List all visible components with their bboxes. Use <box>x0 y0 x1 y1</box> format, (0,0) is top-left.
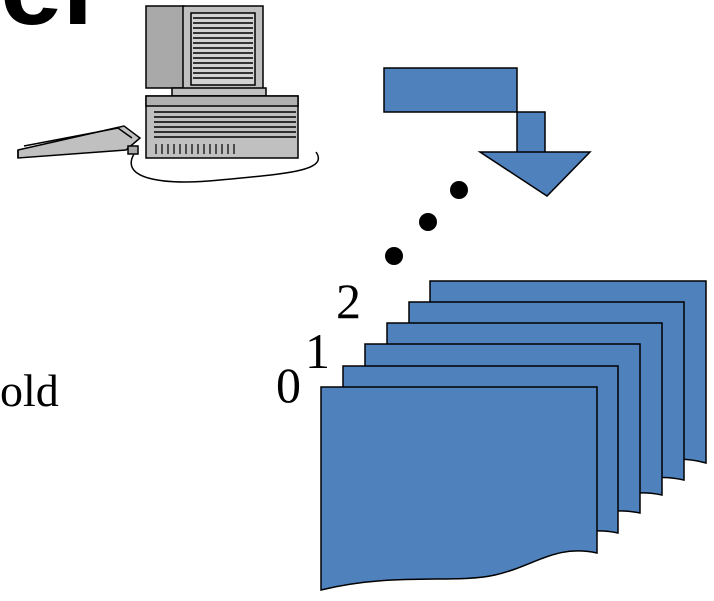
page-label-0: 0 <box>276 357 301 413</box>
page-0 <box>320 386 598 591</box>
down-arrow-icon <box>383 67 592 197</box>
page-label-2: 2 <box>336 273 361 329</box>
ellipsis-dot-1 <box>450 181 468 199</box>
heading-fragment: er <box>0 0 106 42</box>
page-label-1: 1 <box>305 323 330 379</box>
page-stack-icon <box>320 280 707 591</box>
desktop-computer-icon <box>17 5 319 183</box>
ellipsis-dot-3 <box>385 247 403 265</box>
ellipsis-dot-2 <box>419 213 437 231</box>
body-text-fragment: old <box>0 365 59 416</box>
